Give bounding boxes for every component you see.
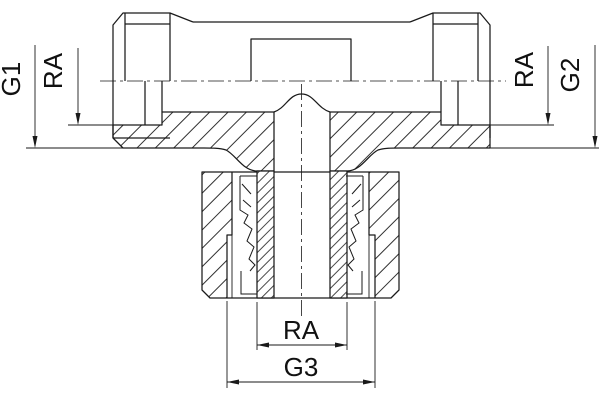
ra-right-arrowhead <box>545 113 551 125</box>
cutting-ring-right <box>346 175 364 295</box>
cutting-ring-left <box>239 175 257 295</box>
g3-arrowhead-right <box>363 379 375 385</box>
dimension-label-ra-bottom: RA <box>283 315 320 345</box>
neck-lines-left <box>144 81 163 125</box>
ra-left-arrowhead <box>75 113 81 125</box>
flange-section-right <box>329 111 491 172</box>
flange-section-left <box>112 111 275 172</box>
dimension-label-ra-right: RA <box>509 51 539 88</box>
dimension-label-g3: G3 <box>284 352 319 382</box>
g2-arrowhead <box>592 136 598 148</box>
pipe-wall-right <box>329 170 348 299</box>
hex-stud-left <box>112 12 194 138</box>
dimension-label-g1: G1 <box>0 62 26 97</box>
ra-bottom-arrowhead-left <box>257 342 269 348</box>
dimension-label-g2: G2 <box>555 58 585 93</box>
ra-bottom-arrowhead-right <box>335 342 347 348</box>
dimension-label-ra-left: RA <box>38 52 68 89</box>
g1-arrowhead <box>32 136 38 148</box>
top-port-boss <box>250 38 352 81</box>
union-nut-section <box>201 171 400 299</box>
bore-dome <box>273 93 331 113</box>
g3-arrowhead-left <box>227 379 239 385</box>
pipe-wall-left <box>256 170 275 299</box>
hex-stud-right <box>409 12 491 138</box>
neck-lines-right <box>440 81 459 125</box>
